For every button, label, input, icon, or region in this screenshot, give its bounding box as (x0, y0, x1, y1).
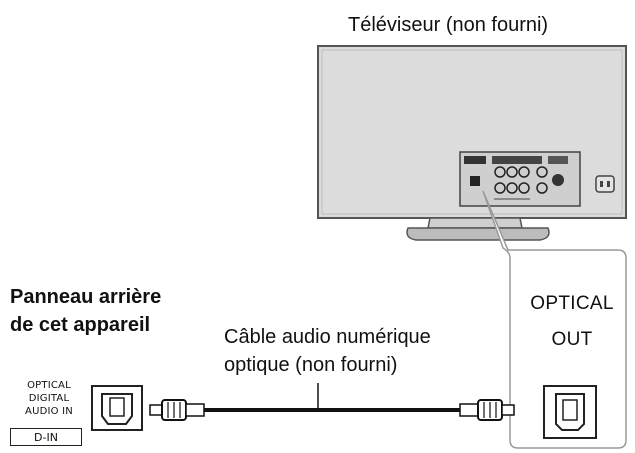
tv-caption: Téléviseur (non fourni) (348, 14, 549, 36)
unit-title-line1: Panneau arrière (10, 286, 162, 308)
din-port-label: D-IN (10, 428, 82, 446)
port-label-line1: OPTICAL (27, 380, 71, 391)
optical-out-label-line1: OPTICAL (530, 293, 614, 314)
optical-out-callout (482, 190, 627, 449)
cable-plug-left (149, 399, 205, 421)
tv-connector-panel (459, 151, 581, 207)
tv-power-inlet (595, 175, 615, 193)
optical-out-label-line2: OUT (551, 329, 593, 350)
optical-cable (149, 383, 515, 421)
cable-caption-line2: optique (non fourni) (224, 354, 398, 376)
unit-optical-in-port (91, 385, 143, 431)
unit-title-line2: de cet appareil (10, 314, 151, 336)
port-label-line2: DIGITAL (28, 393, 70, 404)
cable-plug-right (459, 399, 515, 421)
tv-optical-out-port (543, 385, 597, 439)
tv-stand (427, 217, 523, 229)
cable-caption-line1: Câble audio numérique (224, 326, 431, 348)
tv-optical-port (470, 176, 480, 186)
port-label-line3: AUDIO IN (25, 406, 73, 417)
tv-illustration (317, 45, 627, 241)
